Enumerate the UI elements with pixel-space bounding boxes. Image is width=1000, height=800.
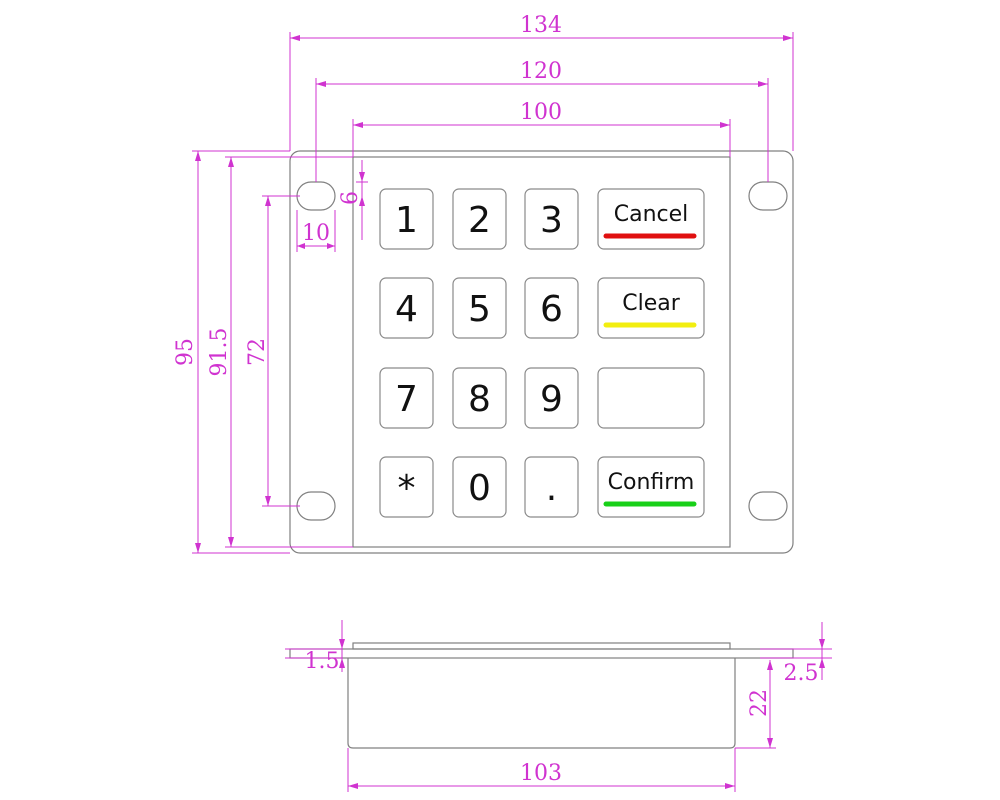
side-key-surface xyxy=(352,642,731,650)
front-plate-outline xyxy=(289,150,794,554)
front-dimension-labels: 134 120 100 95 91.5 72 10 6 xyxy=(173,13,562,376)
mounting-hole-top-right xyxy=(748,181,788,211)
side-dimension-lines xyxy=(285,620,832,792)
mounting-hole-top-left xyxy=(296,181,336,211)
function-key-1[interactable]: Clear xyxy=(597,277,705,339)
key-3[interactable]: 4 xyxy=(379,277,434,339)
function-key-label: Cancel xyxy=(614,202,689,227)
key-outline xyxy=(524,188,579,250)
dim-hole-spacing-width: 120 xyxy=(520,59,562,84)
key-label: * xyxy=(398,468,416,509)
side-view xyxy=(289,642,794,749)
front-dimension-arrows xyxy=(195,35,793,553)
dim-body-depth: 22 xyxy=(747,689,772,717)
dim-hole-offset: 6 xyxy=(338,191,363,205)
side-dimension-arrows xyxy=(339,639,825,789)
dim-plate-thickness: 1.5 xyxy=(305,649,340,674)
key-outline xyxy=(379,367,434,429)
key-label: . xyxy=(546,468,557,509)
dim-overall-height: 95 xyxy=(173,338,198,366)
key-6[interactable]: 7 xyxy=(379,367,434,429)
dim-keypad-width: 100 xyxy=(520,100,562,125)
key-outline xyxy=(452,188,507,250)
dim-overall-width: 134 xyxy=(520,13,562,38)
function-key-3[interactable]: Confirm xyxy=(597,456,705,518)
keypad-area-outline xyxy=(352,156,731,548)
key-1[interactable]: 2 xyxy=(452,188,507,250)
side-flange xyxy=(289,648,794,659)
side-body xyxy=(347,658,736,749)
dim-hole-spacing-height: 72 xyxy=(245,338,270,366)
key-outline xyxy=(379,277,434,339)
key-10[interactable]: 0 xyxy=(452,456,507,518)
key-label: 2 xyxy=(468,200,491,241)
side-dimension-labels: 1.5 2.5 22 103 xyxy=(305,649,819,786)
key-label: 1 xyxy=(395,200,418,241)
dim-flange-thickness: 2.5 xyxy=(784,661,819,686)
key-0[interactable]: 1 xyxy=(379,188,434,250)
key-label: 6 xyxy=(540,289,563,330)
key-5[interactable]: 6 xyxy=(524,277,579,339)
key-label: 4 xyxy=(395,289,418,330)
key-label: 3 xyxy=(540,200,563,241)
key-outline xyxy=(452,456,507,518)
key-7[interactable]: 8 xyxy=(452,367,507,429)
key-4[interactable]: 5 xyxy=(452,277,507,339)
key-label: 9 xyxy=(540,379,563,420)
key-outline xyxy=(452,277,507,339)
function-key-label: Clear xyxy=(622,291,680,316)
mounting-hole-bottom-right xyxy=(748,491,788,521)
key-outline xyxy=(524,456,579,518)
dim-body-width: 103 xyxy=(520,761,562,786)
key-label: 0 xyxy=(468,468,491,509)
key-outline xyxy=(524,277,579,339)
key-9[interactable]: * xyxy=(379,456,434,518)
key-8[interactable]: 9 xyxy=(524,367,579,429)
mounting-hole-bottom-left xyxy=(296,491,336,521)
function-key-2[interactable] xyxy=(597,367,705,429)
key-outline xyxy=(524,367,579,429)
key-outline xyxy=(379,456,434,518)
key-label: 5 xyxy=(468,289,491,330)
function-key-outline xyxy=(597,367,705,429)
key-11[interactable]: . xyxy=(524,456,579,518)
key-outline xyxy=(452,367,507,429)
key-outline xyxy=(379,188,434,250)
key-label: 7 xyxy=(395,379,418,420)
key-label: 8 xyxy=(468,379,491,420)
front-dimension-lines xyxy=(192,32,794,554)
dim-hole-width: 10 xyxy=(302,221,330,246)
function-key-label: Confirm xyxy=(608,470,695,495)
function-key-0[interactable]: Cancel xyxy=(597,188,705,250)
key-2[interactable]: 3 xyxy=(524,188,579,250)
dim-inner-height: 91.5 xyxy=(207,328,232,377)
